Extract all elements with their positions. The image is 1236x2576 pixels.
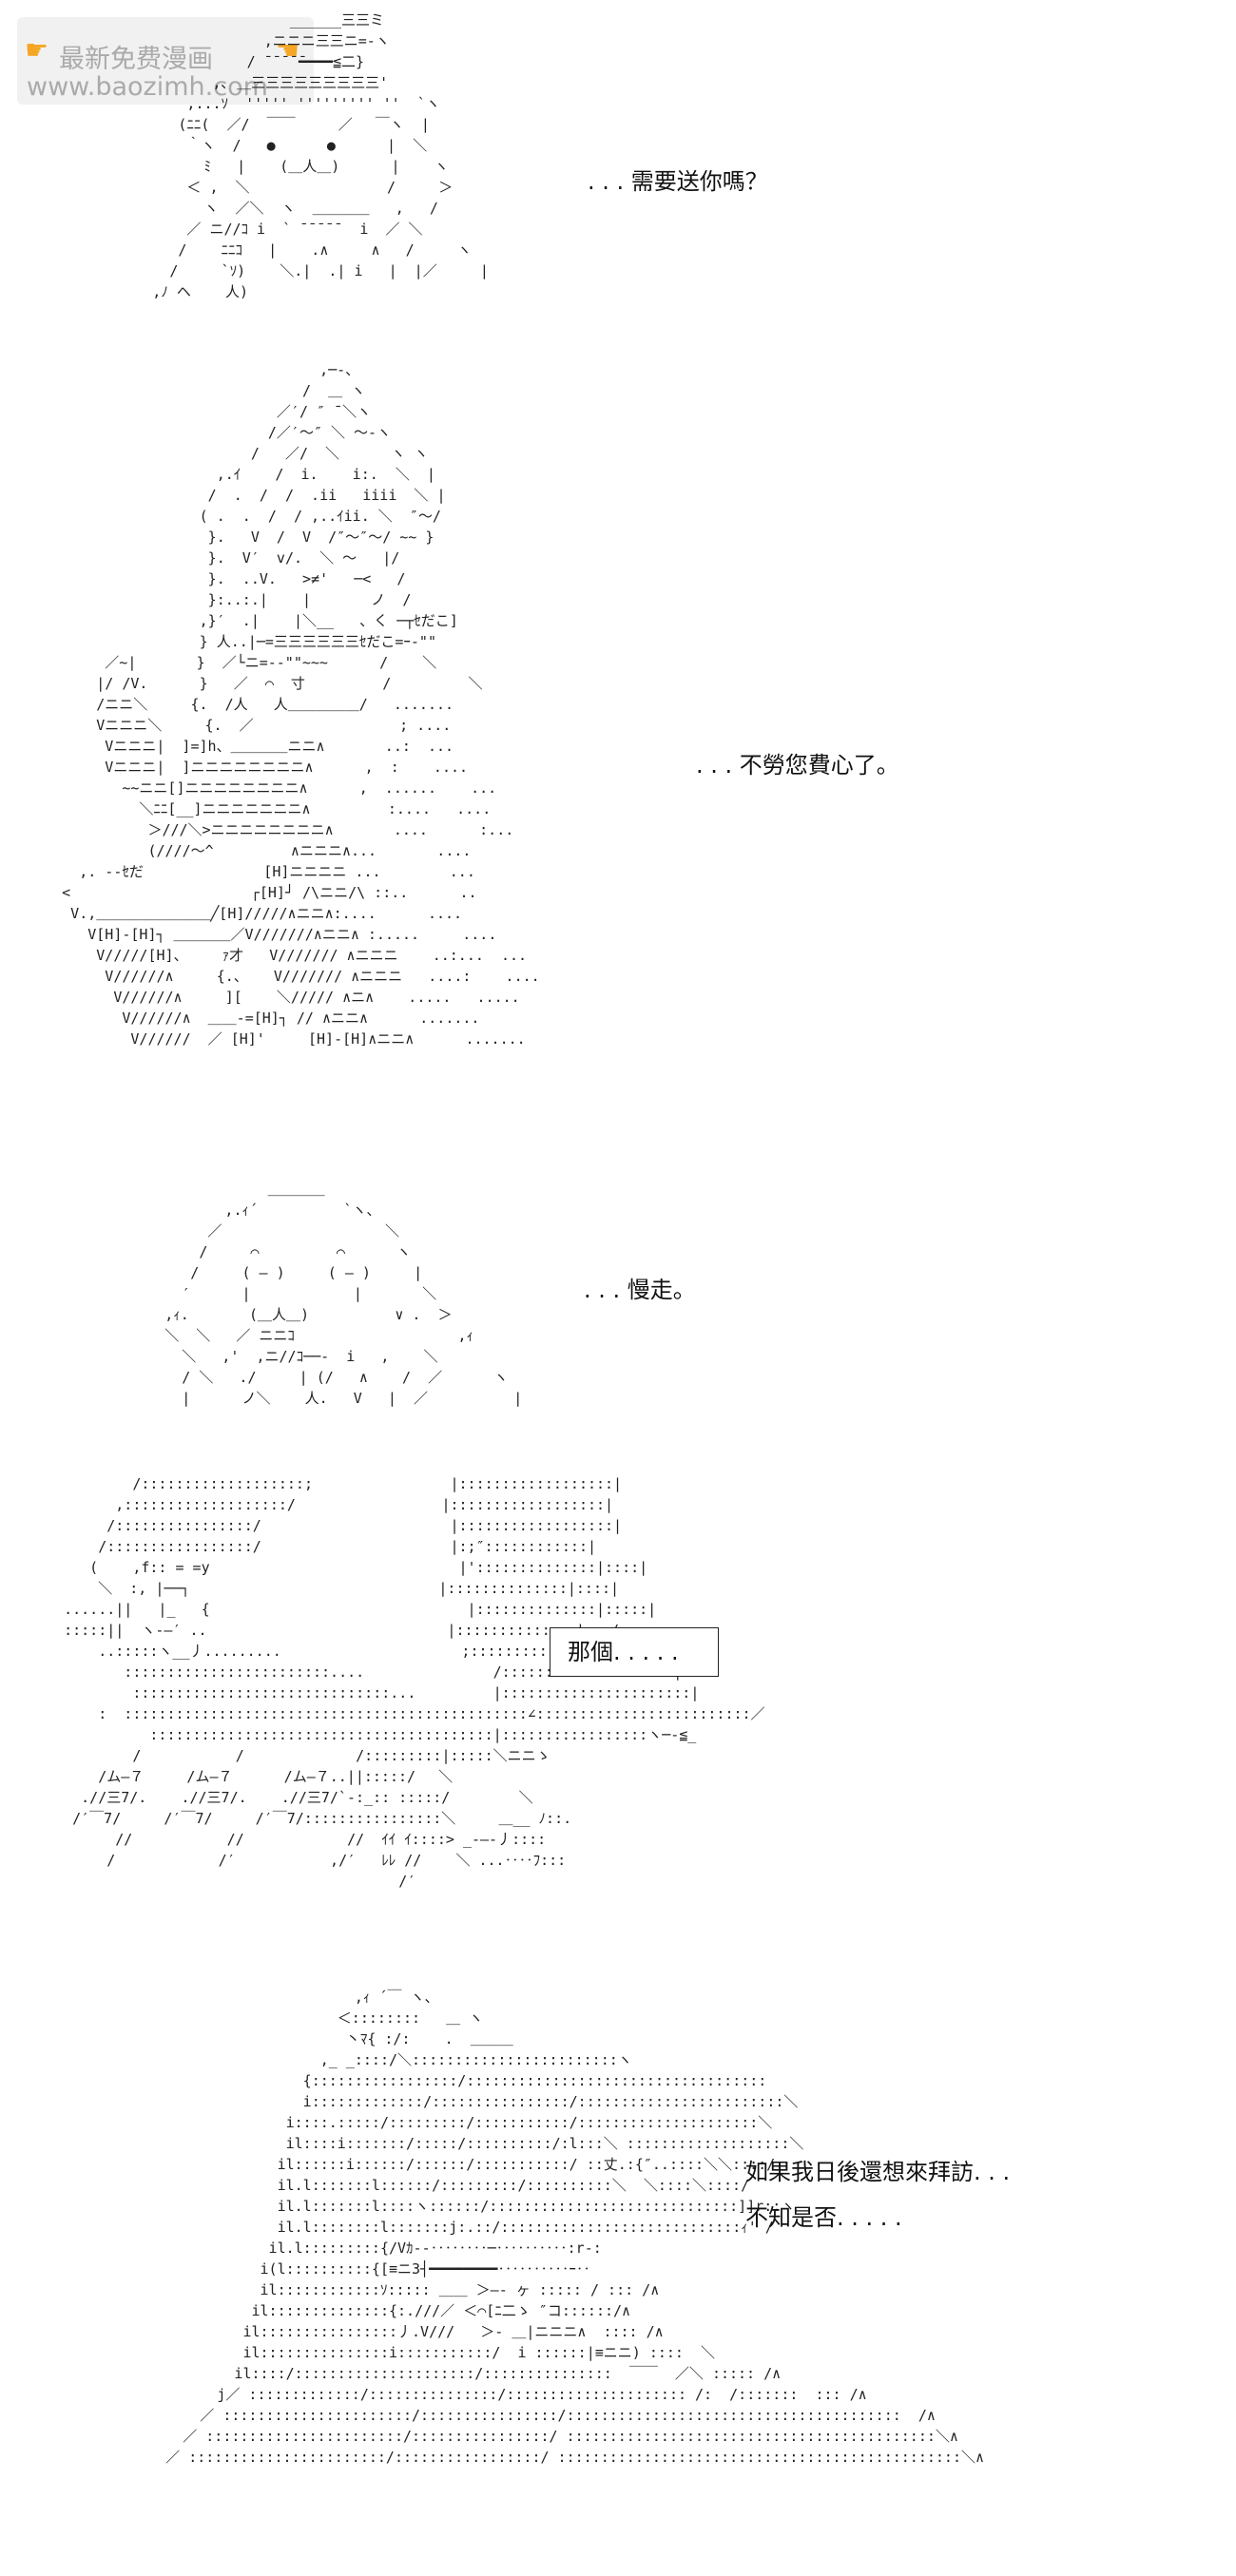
watermark-title: 最新免费漫画 [59,45,213,74]
pointing-hand-icon: ☚ [276,34,300,66]
speech-text: . . . 慢走。 [584,1277,696,1303]
ascii-art-character: ,─-、 / ＿ ヽ ／′/ ″ ̄ ＼ヽ /／′～″ ＼ ～‐ヽ / ／/ ＼… [62,361,540,1048]
panel-5: ,ｨ ´￣ ヽ、 ＜:::::::: ＿ ヽ 丶ﾏ{ :/: . ＿＿＿ ,_ … [0,1958,1236,2576]
ascii-art-character: ______三三ミ ,ニニニ三三ニ=-ヽ / ̄ ̄ ̄ ̄ ̄━━━━≦二} … [152,11,489,300]
ascii-art-character: ,ｨ ´￣ ヽ、 ＜:::::::: ＿ ヽ 丶ﾏ{ :/: . ＿＿＿ ,_ … [165,1989,985,2466]
speech-text: 那個. . . . . [568,1639,679,1665]
panel-1: ______三三ミ ,ニニニ三三ニ=-ヽ / ̄ ̄ ̄ ̄ ̄━━━━≦二} … [0,0,1236,323]
watermark-banner: ☛ 最新免费漫画 ☚ www.baozimh.com [17,17,314,105]
speech-text: . . . 不勞您費心了。 [696,752,899,779]
watermark-url: www.baozimh.com [27,72,268,102]
panel-3: ＿＿＿＿ ,.ｨ´ `ヽ、 ／ ＼ / ⌒ ⌒ ヽ / ( ― ) ( ― ) … [0,1169,1236,1445]
pointing-hand-icon: ☛ [25,34,49,66]
ascii-art-character: ＿＿＿＿ ,.ｨ´ `ヽ、 ／ ＼ / ⌒ ⌒ ヽ / ( ― ) ( ― ) … [164,1181,523,1407]
speech-box: 那個. . . . . [550,1627,719,1677]
speech-text: . . . 需要送你嗎？ [588,168,768,195]
panel-4: /:::::::::::::::::::; |:::::::::::::::::… [0,1464,1236,1939]
panel-2: ,─-、 / ＿ ヽ ／′/ ″ ̄ ＼ヽ /／′～″ ＼ ～‐ヽ / ／/ ＼… [0,352,1236,1150]
speech-text-line-2: 不知是否. . . . . [745,2204,902,2231]
ascii-art-character: /:::::::::::::::::::; |:::::::::::::::::… [64,1475,765,1890]
speech-text-line-1: 如果我日後還想來拜訪. . . [745,2159,1011,2185]
